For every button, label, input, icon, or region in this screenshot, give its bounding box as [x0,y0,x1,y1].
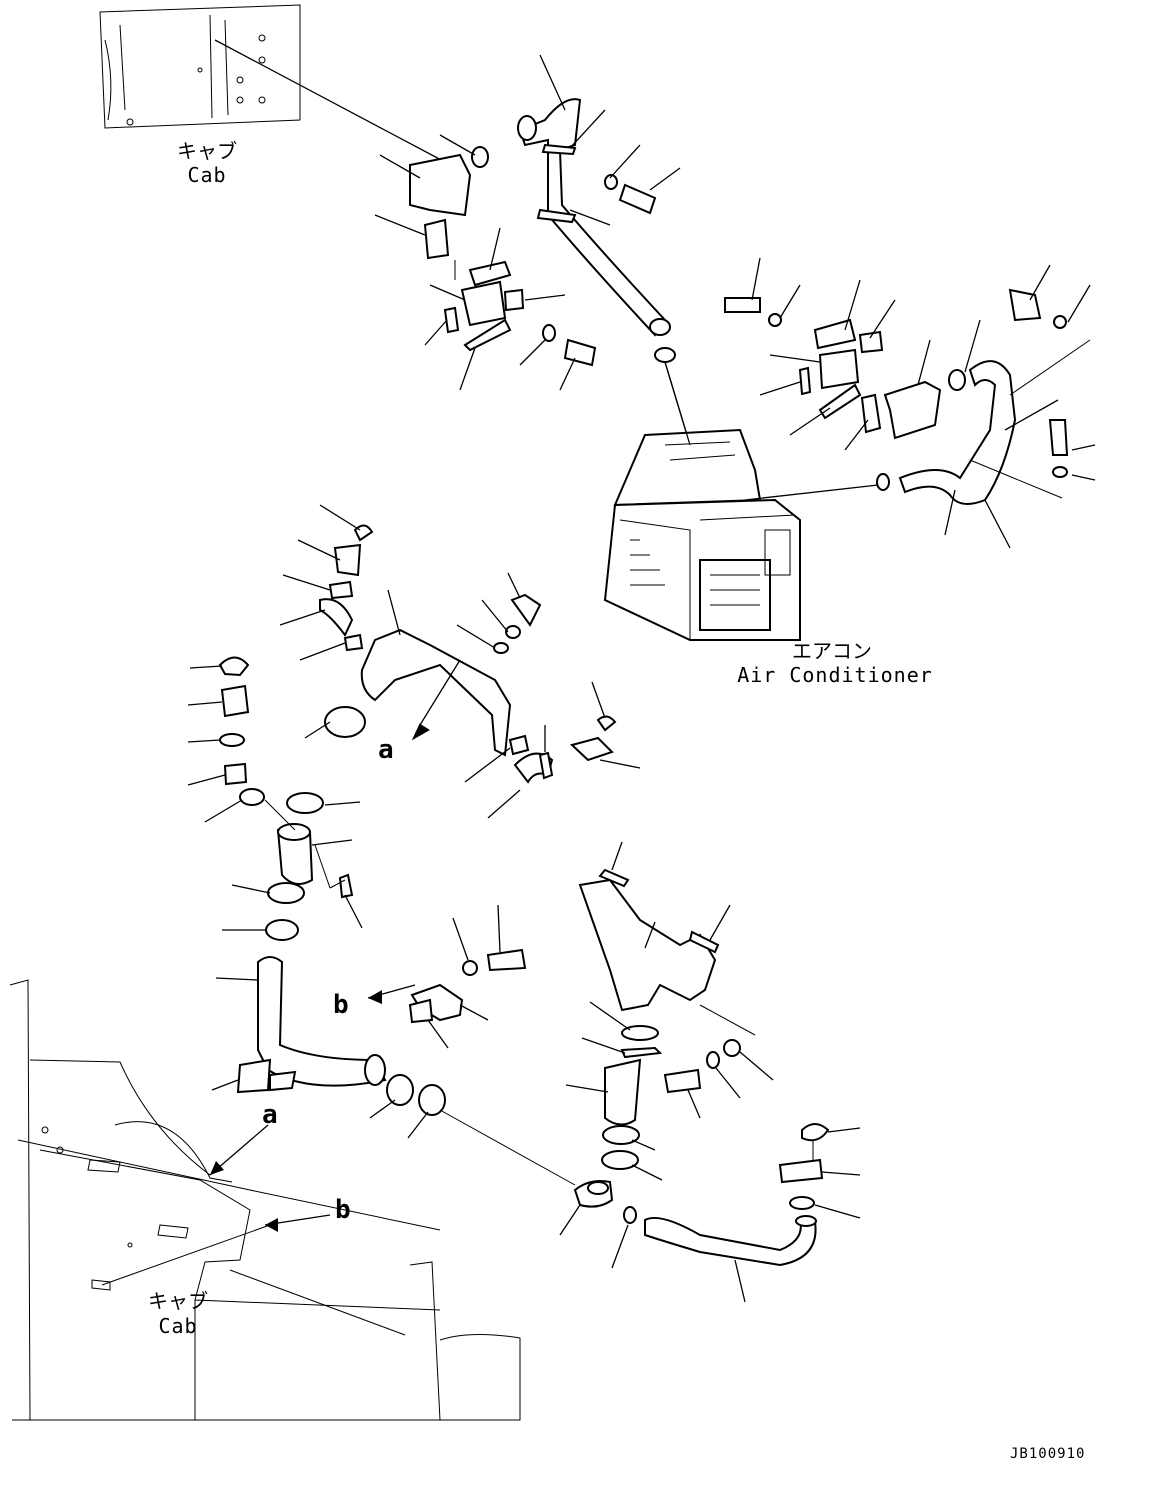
aircon-label-en: Air Conditioner [737,663,933,687]
upper-center-hose [517,54,691,446]
cab-bottom-label-jp: キャブ [148,1289,208,1313]
upper-right-hose [876,264,1096,549]
callout-b-upper: b [333,990,349,1020]
upper-left-duct-parts [374,134,597,391]
callout-a-upper: a [378,735,394,765]
cab-panel-bottom [9,979,521,1421]
cab-bottom-label-en: Cab [158,1314,198,1338]
lower-left-pipe [211,904,576,1186]
cab-panel-top [99,4,446,163]
callout-b-lower: b [335,1195,351,1225]
aircon-label-jp: エアコン [792,639,872,663]
air-conditioner-unit [603,361,879,641]
cab-top-label-en: Cab [187,163,227,187]
lower-right-duct [565,841,774,1181]
cab-top-label-jp: キャブ [177,139,237,163]
drawing-code: JB100910 [1010,1446,1086,1462]
callout-a-lower: a [262,1100,278,1130]
upper-right-duct-parts [724,257,942,451]
bottom-connector-hose [559,1123,861,1303]
middle-left-parts [187,504,641,941]
